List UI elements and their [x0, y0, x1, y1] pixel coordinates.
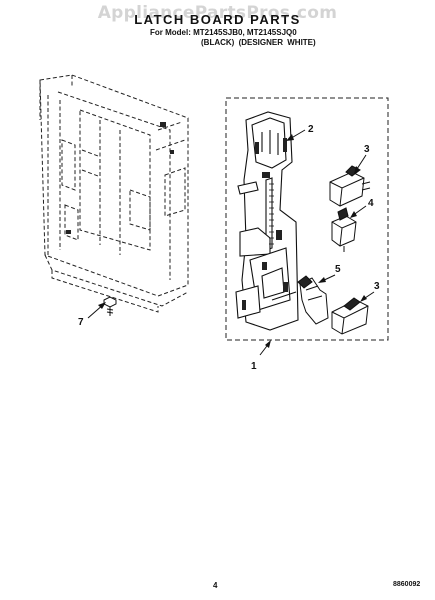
- assembly-boundary: [225, 97, 389, 341]
- latch-board-rack: [269, 183, 274, 245]
- callout-3-upper: 3: [364, 144, 370, 155]
- latch-board-shading: [242, 138, 288, 310]
- page-number: 4: [213, 581, 218, 590]
- leader-lines: [87, 129, 375, 356]
- callout-2: 2: [308, 124, 314, 135]
- finish-white: (DESIGNER WHITE): [238, 38, 316, 47]
- microswitch-middle: [331, 207, 357, 252]
- model-numbers: For Model: MT2145SJB0, MT2145SJQ0: [150, 28, 297, 37]
- screw: [103, 296, 117, 316]
- latch-board: [235, 111, 299, 331]
- microswitch-lower: [331, 297, 369, 335]
- callout-3-lower: 3: [374, 281, 380, 292]
- watermark: AppliancePartsPros.com: [97, 3, 338, 23]
- callout-1: 1: [251, 361, 257, 372]
- microswitch-upper: [329, 165, 371, 207]
- latch-lever: [297, 275, 329, 325]
- callout-7: 7: [78, 317, 84, 328]
- leader-arrowheads: [98, 134, 367, 348]
- page-title: LATCH BOARD PARTS: [134, 12, 301, 27]
- cabinet-frame: [39, 74, 189, 313]
- callout-5: 5: [335, 264, 341, 275]
- callout-4: 4: [368, 198, 374, 209]
- reference-code: 8860092: [393, 581, 421, 588]
- model-finishes: (BLACK) (DESIGNER WHITE): [201, 38, 316, 47]
- cabinet-details: [66, 122, 174, 234]
- finish-black: (BLACK): [201, 38, 235, 47]
